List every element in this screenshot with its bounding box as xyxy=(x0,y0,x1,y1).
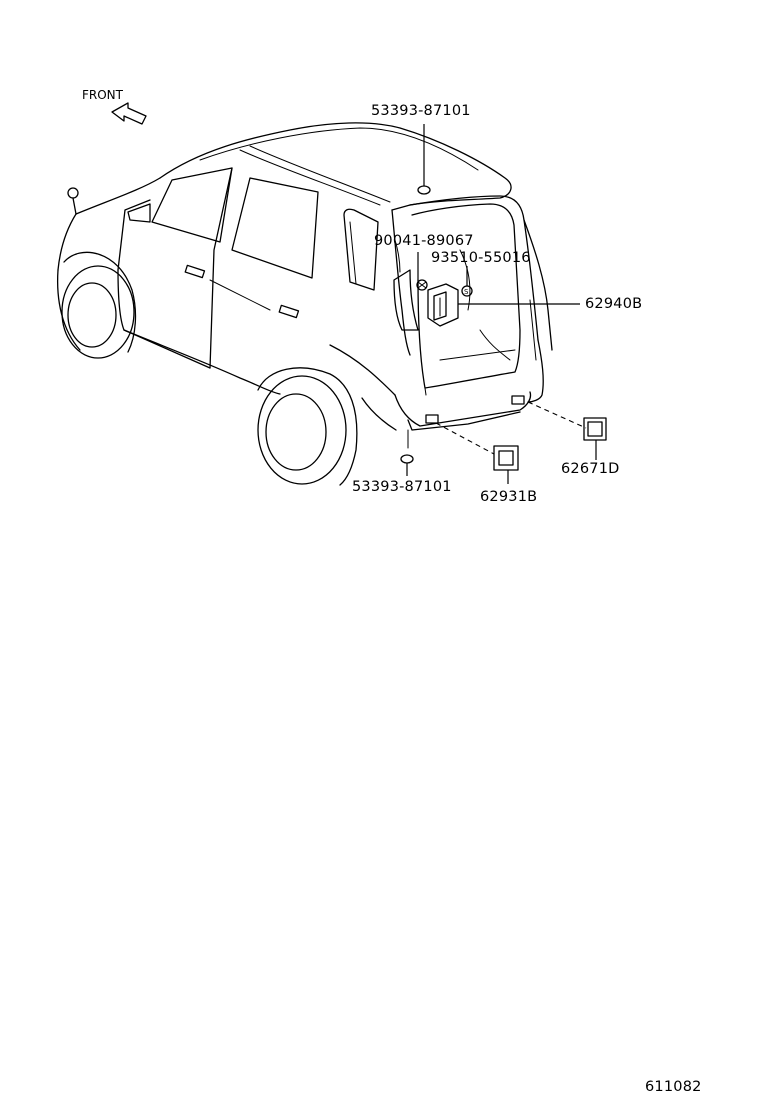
plug-left-part-number: 62931B xyxy=(480,489,538,505)
plug-right-part-number: 62671D xyxy=(561,461,620,477)
diagram-number: 611082 xyxy=(645,1079,702,1095)
bolt-part xyxy=(416,252,428,291)
bolt-part-number: 90041-89067 xyxy=(374,233,474,249)
roof-clip-part xyxy=(417,124,431,195)
front-label: FRONT xyxy=(82,88,123,102)
plug-left-part xyxy=(435,422,519,484)
vehicle-body xyxy=(56,122,553,486)
front-arrow-icon xyxy=(111,102,147,125)
jack-bag-part-number: 62940B xyxy=(585,296,643,312)
clip-s-part: S xyxy=(461,266,473,297)
lower-clip-part-number: 53393-87101 xyxy=(352,479,452,495)
antenna xyxy=(67,187,79,215)
lower-clip-part xyxy=(400,454,414,476)
roof-clip-part-number: 53393-87101 xyxy=(371,103,471,119)
svg-text:S: S xyxy=(464,288,469,296)
jack-bag-part xyxy=(427,283,580,327)
clip-s-part-number: 93510-55016 xyxy=(431,250,531,266)
plug-right-part xyxy=(527,401,607,460)
